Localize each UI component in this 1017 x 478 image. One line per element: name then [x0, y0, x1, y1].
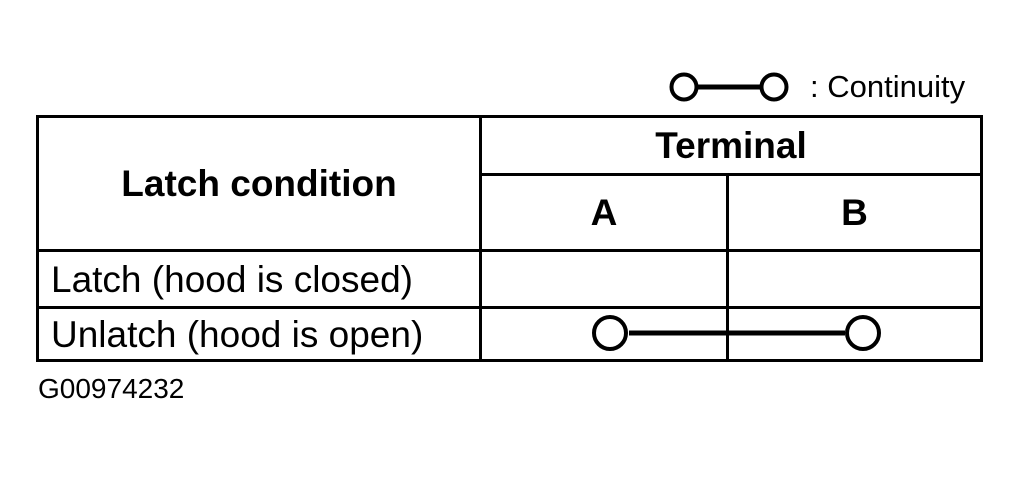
header-terminal: Terminal	[482, 118, 980, 176]
legend-label: : Continuity	[810, 68, 966, 104]
continuity-legend-icon	[669, 72, 789, 102]
row-0-terminal-a-cell	[482, 252, 729, 309]
row-1-terminal-a-cell	[482, 309, 729, 359]
row-1-condition: Unlatch (hood is open)	[39, 309, 482, 359]
header-terminal-b: B	[729, 176, 980, 252]
figure-id: G00974232	[38, 373, 185, 404]
header-latch-condition: Latch condition	[39, 118, 482, 252]
continuity-legend: : Continuity	[668, 66, 965, 108]
row-1-terminal-b-cell	[729, 309, 980, 359]
row-0-terminal-b-cell	[729, 252, 980, 309]
latch-continuity-table: Latch condition Terminal A B Latch (hood…	[36, 115, 983, 362]
header-terminal-a: A	[482, 176, 729, 252]
row-0-condition: Latch (hood is closed)	[39, 252, 482, 309]
